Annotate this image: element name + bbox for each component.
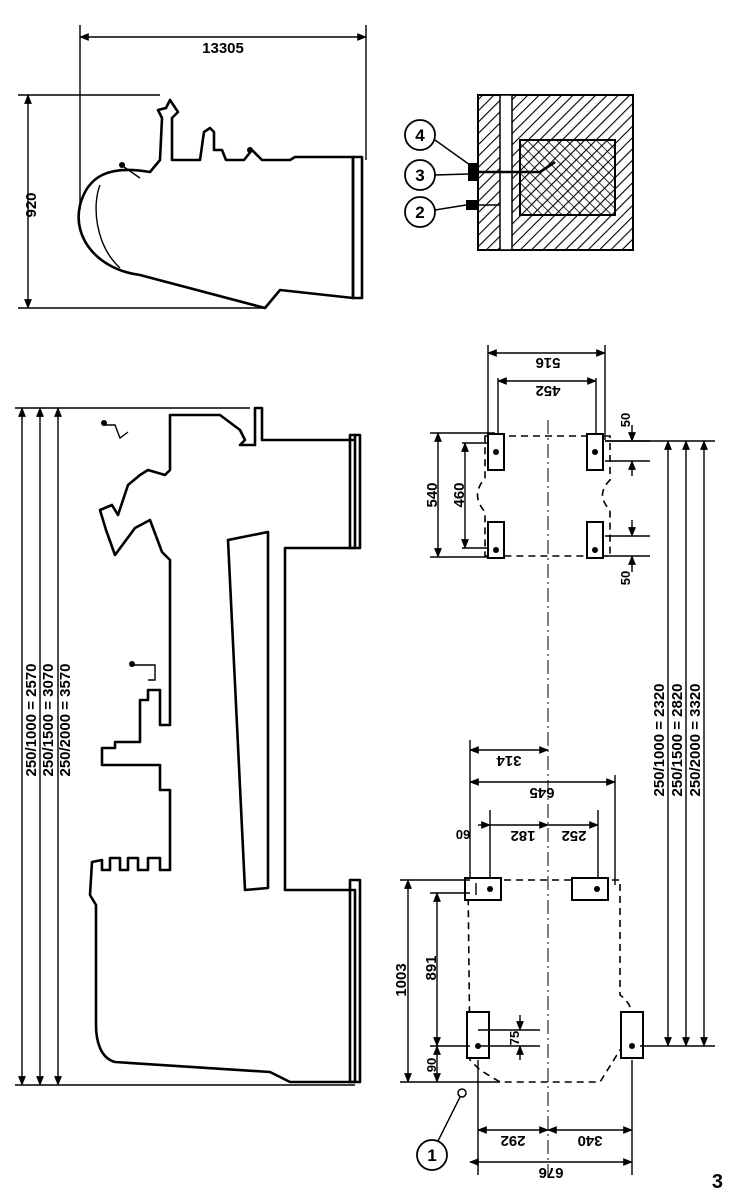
length-label-1500: 250/1500 = 3070 (40, 663, 57, 776)
dim-292: 292 (500, 1132, 525, 1149)
foundation-tailstock-end: 516 452 540 460 50 50 (424, 345, 650, 585)
spacing-label-1000: 250/1000 = 2320 (651, 683, 668, 796)
front-view: 250/1000 = 2570 250/1500 = 3070 250/2000… (15, 406, 362, 1086)
svg-text:4: 4 (415, 126, 425, 145)
spacing-label-2000: 250/2000 = 3320 (687, 683, 704, 796)
dim-516: 516 (535, 354, 560, 371)
chip-tray (226, 530, 270, 892)
dim-90: 90 (424, 1058, 439, 1072)
anchor-bolt (470, 160, 556, 174)
side-guard-curve (95, 184, 121, 269)
dim-891: 891 (423, 955, 440, 980)
foundation-headstock-end: 645 314 60 182 252 1003 891 90 (393, 740, 644, 1181)
spacing-label-1500: 250/1500 = 2820 (669, 683, 686, 796)
dim-50-top: 50 (618, 413, 633, 427)
svg-text:1: 1 (427, 1146, 436, 1165)
page-number: 3 (711, 1171, 723, 1193)
side-height-label: 13305 (202, 40, 244, 57)
dim-182: 182 (510, 827, 535, 844)
anchor-pad (571, 877, 609, 901)
dim-540: 540 (424, 482, 441, 507)
callout-2: 2 (404, 196, 467, 228)
foundation-outline-head (467, 879, 634, 1083)
side-base-plate (351, 155, 364, 300)
side-width-label: 920 (23, 192, 40, 217)
front-foot-right (348, 433, 362, 550)
anchor-pad (466, 1011, 490, 1059)
anchor-pad (487, 521, 505, 559)
grout-pocket (519, 139, 616, 216)
length-label-2000: 250/2000 = 3570 (57, 663, 74, 776)
dim-452: 452 (535, 382, 560, 399)
dim-252: 252 (561, 827, 586, 844)
dim-460: 460 (451, 482, 468, 507)
anchor-pad (620, 1011, 644, 1059)
dim-1003: 1003 (393, 963, 410, 996)
dim-645: 645 (529, 784, 554, 801)
lever-knob-icon (119, 162, 125, 168)
anchor-pad (464, 877, 502, 901)
leveling-screw (466, 200, 478, 210)
callout-4: 4 (404, 119, 471, 166)
dim-75: 75 (507, 1031, 522, 1045)
lever-knob-icon-2 (247, 147, 253, 153)
callout-1: 1 (416, 1088, 467, 1171)
dim-60: 60 (456, 827, 470, 842)
svg-text:3: 3 (415, 166, 424, 185)
callout-3: 3 (404, 159, 469, 191)
lathe-front-outline (88, 406, 357, 1084)
dim-676: 676 (538, 1164, 563, 1181)
dim-340: 340 (577, 1132, 602, 1149)
dim-314: 314 (496, 752, 522, 769)
bolt-spacing-dims: 250/1000 = 2320 250/1500 = 2820 250/2000… (605, 440, 715, 1047)
front-foot-left (348, 878, 362, 1084)
tailstock-knob-icon (101, 420, 107, 426)
bolt-nut (468, 163, 478, 181)
svg-text:2: 2 (415, 203, 424, 222)
carriage-knob-icon (129, 661, 135, 667)
anchor-pad (586, 521, 604, 559)
dim-50-bottom: 50 (618, 571, 633, 585)
anchor-detail: 4 3 2 (404, 94, 634, 251)
length-label-1000: 250/1000 = 2570 (23, 663, 40, 776)
side-view: 13305 920 (18, 25, 367, 310)
foundation-outline-tail (476, 435, 611, 557)
lathe-side-outline (77, 98, 355, 310)
